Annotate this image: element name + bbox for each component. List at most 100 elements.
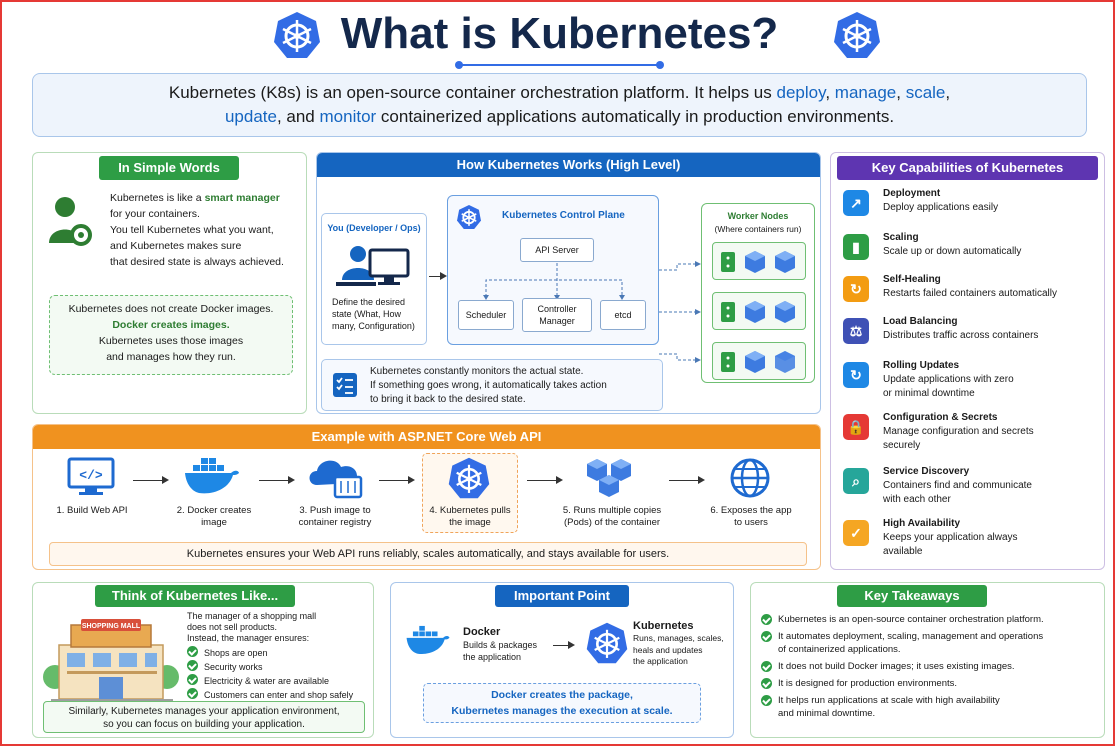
capability-6-desc-2: securely — [883, 440, 921, 451]
kubernetes-role: Kubernetes Runs, manages, scales, heals … — [633, 619, 733, 668]
kubernetes-title: Kubernetes — [633, 620, 694, 632]
intro-comma-1: , — [825, 83, 831, 102]
takeaway-line-2: and minimal downtime. — [778, 708, 876, 719]
arrow-to-control-plane — [429, 272, 447, 280]
node-1-icons — [721, 251, 795, 273]
capability-8-desc-1: Keeps your application always — [883, 532, 1018, 543]
monitor-line-3: to bring it back to the desired state. — [370, 394, 526, 405]
takeaway-line-2: of containerized applications. — [778, 644, 901, 655]
worker-nodes-title: Worker Nodes — [727, 211, 789, 221]
flow-arrow-3 — [379, 476, 415, 484]
example-panel: Example with ASP.NET Core Web API </> — [32, 424, 821, 570]
check-icon — [761, 631, 772, 642]
intro-box: Kubernetes (K8s) is an open-source conta… — [32, 73, 1087, 137]
capability-8-desc-2: available — [883, 546, 923, 557]
developer-title: You (Developer / Ops) — [327, 223, 421, 233]
simple-line-1: Kubernetes is like a smart manager — [110, 190, 305, 206]
capability-2-desc-1: Scale up or down automatically — [883, 246, 1022, 257]
check-icon — [187, 674, 198, 685]
takeaway-line-1: It automates deployment, scaling, manage… — [778, 631, 1044, 642]
flow-arrow-5 — [669, 476, 705, 484]
analogy-item-3: Electricity & water are available — [187, 674, 371, 688]
capability-7-desc-1: Containers find and communicate — [883, 480, 1032, 491]
intro-text-2: , and — [276, 107, 315, 126]
developer-desc: Define the desired state (What, How many… — [332, 296, 426, 332]
takeaway-line-1: It does not build Docker images; it uses… — [778, 661, 1015, 672]
step-4-line-2: the image — [449, 517, 491, 528]
step-5-label: 5. Runs multiple copies(Pods) of the con… — [551, 505, 673, 529]
capability-3-title: Self-Healing — [883, 274, 941, 285]
docker-title: Docker — [463, 626, 501, 638]
worker-node-3 — [712, 342, 806, 380]
intro-line-2: update, and monitor containerized applic… — [33, 105, 1086, 129]
important-summary-box: Docker creates the package, Kubernetes m… — [423, 683, 701, 723]
flow-arrow-1 — [133, 476, 169, 484]
api-server-box: API Server — [520, 238, 594, 262]
kubernetes-pull-icon — [448, 457, 490, 499]
analogy-panel: Think of Kubernetes Like... SHOPPING MAL… — [32, 582, 374, 738]
worker-node-1 — [712, 242, 806, 280]
step-1-label: 1. Build Web API — [47, 505, 137, 517]
docker-role: Docker Builds & packages the application — [463, 625, 553, 663]
scheduler-box: Scheduler — [458, 300, 514, 330]
docker-icon — [406, 625, 450, 654]
controller-label-2: Manager — [539, 316, 575, 326]
check-icon — [187, 660, 198, 671]
step-2-line-2: image — [201, 517, 227, 528]
takeaway-line-1: It is designed for production environmen… — [778, 678, 958, 689]
docker-desc-2: the application — [463, 652, 522, 662]
etcd-box: etcd — [600, 300, 646, 330]
simple-line-4: and Kubernetes makes sure — [110, 240, 242, 252]
multiple-pods-icon — [587, 459, 631, 497]
takeaways-header: Key Takeaways — [837, 585, 987, 607]
analogy-intro-2: does not sell products. — [187, 622, 278, 632]
takeaway-line-1: Kubernetes is an open-source container o… — [778, 614, 1044, 625]
analogy-intro-1: The manager of a shopping mall — [187, 611, 317, 621]
kubernetes-desc-1: Runs, manages, scales, — [633, 633, 724, 643]
note-line-4: and manages how they run. — [106, 351, 236, 363]
node-3-icons — [721, 351, 795, 373]
step-5-line-1: 5. Runs multiple copies — [562, 505, 662, 516]
capability-2-icon: ▮ — [843, 234, 869, 260]
analogy-item-4: Customers can enter and shop safely — [187, 688, 371, 702]
mall-sign: SHOPPING MALL — [82, 623, 141, 630]
node-2-icons — [721, 301, 795, 323]
capability-2-title: Scaling — [883, 232, 919, 243]
simple-line-2: for your containers. — [110, 208, 200, 220]
capability-7-desc-2: with each other — [883, 494, 951, 505]
developer-box: You (Developer / Ops) Define the desired… — [321, 213, 427, 345]
check-icon — [761, 678, 772, 689]
monitor-text: Kubernetes constantly monitors the actua… — [370, 365, 660, 407]
analogy-item-text: Electricity & water are available — [204, 676, 330, 686]
takeaway-line-1: It helps run applications at scale with … — [778, 695, 1000, 706]
takeaway-item-3: It does not build Docker images; it uses… — [761, 660, 1101, 673]
takeaway-item-5: It helps run applications at scale with … — [761, 694, 1101, 720]
check-icon — [761, 661, 772, 672]
step-1-line-1: 1. Build Web API — [56, 505, 128, 516]
capability-4-title: Load Balancing — [883, 316, 958, 327]
intro-comma-3: , — [945, 83, 951, 102]
check-icon — [761, 614, 772, 625]
control-plane-box: Kubernetes Control Plane API Server Sche… — [447, 195, 659, 345]
intro-line-1: Kubernetes (K8s) is an open-source conta… — [33, 81, 1086, 105]
capability-5-desc-1: Update applications with zero — [883, 374, 1014, 385]
analogy-footer: Similarly, Kubernetes manages your appli… — [43, 701, 365, 733]
takeaways-panel: Key Takeaways Kubernetes is an open-sour… — [750, 582, 1105, 738]
flow-arrow-4 — [527, 476, 563, 484]
check-icon — [187, 688, 198, 699]
container-registry-icon — [309, 460, 363, 499]
step-3-line-1: 3. Push image to — [299, 505, 371, 516]
intro-text-1: Kubernetes (K8s) is an open-source conta… — [168, 83, 772, 102]
important-summary-2: Kubernetes manages the execution at scal… — [451, 705, 673, 717]
svg-text:</>: </> — [79, 468, 103, 483]
step-2-line-1: 2. Docker creates — [176, 505, 252, 516]
code-monitor-icon: </> — [67, 457, 115, 495]
analogy-intro: The manager of a shopping mall does not … — [187, 611, 371, 644]
monitor-line-2: If something goes wrong, it automaticall… — [370, 380, 607, 391]
